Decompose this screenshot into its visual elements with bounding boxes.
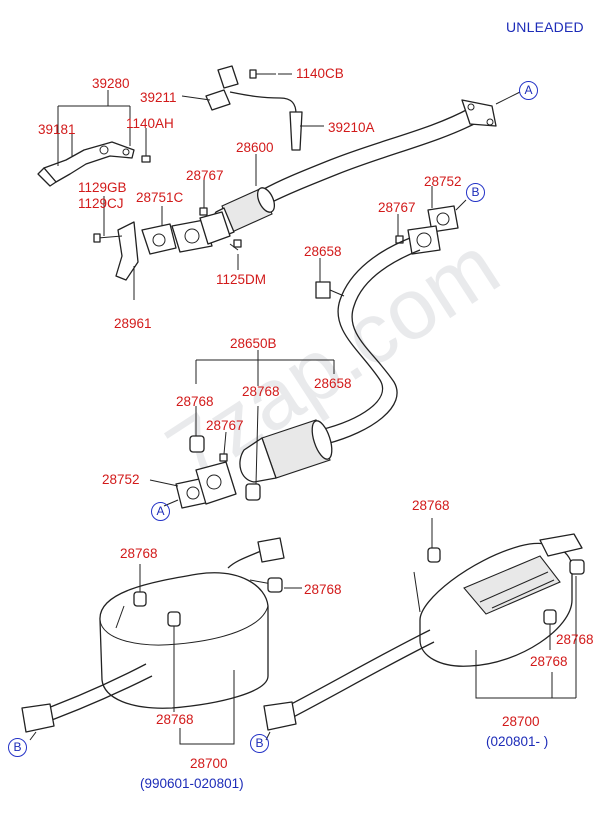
left-muffler — [21, 537, 285, 733]
connection-marker-b-left: B — [8, 738, 27, 757]
connection-marker-b-right: B — [250, 734, 269, 753]
part-label-28961[interactable]: 28961 — [114, 316, 152, 331]
part-label-1125DM[interactable]: 1125DM — [216, 272, 267, 287]
part-label-28752-top[interactable]: 28752 — [424, 174, 462, 189]
connection-marker-a-mid: A — [151, 502, 170, 521]
part-label-39211[interactable]: 39211 — [140, 90, 177, 105]
center-pipe — [315, 237, 421, 445]
part-label-28700-right[interactable]: 28700 — [502, 714, 540, 729]
part-label-28751C[interactable]: 28751C — [136, 190, 184, 205]
front-pipe — [261, 99, 497, 205]
part-label-39210A[interactable]: 39210A — [328, 120, 375, 135]
part-label-28768-left-right[interactable]: 28768 — [304, 582, 342, 597]
part-label-28768-left-top[interactable]: 28768 — [120, 546, 158, 561]
bracket-28961 — [115, 221, 139, 281]
part-label-1140CB[interactable]: 1140CB — [296, 66, 344, 81]
connection-marker-b-top: B — [466, 183, 485, 202]
part-label-1140AH[interactable]: 1140AH — [126, 116, 174, 131]
bracket-39280 — [37, 141, 135, 187]
part-label-28768-right-lower[interactable]: 28768 — [530, 654, 568, 669]
manifold-gaskets — [141, 211, 231, 255]
right-muffler — [263, 533, 585, 731]
part-label-28600[interactable]: 28600 — [236, 140, 274, 155]
part-label-28700-left[interactable]: 28700 — [190, 756, 228, 771]
gasket-top-right — [407, 205, 459, 255]
part-label-28768-a[interactable]: 28768 — [176, 394, 214, 409]
leader-lines — [29, 73, 577, 745]
connection-marker-a-top: A — [519, 81, 538, 100]
part-label-28768-right-top[interactable]: 28768 — [412, 498, 450, 513]
center-hangers — [175, 435, 261, 509]
part-label-28752-mid[interactable]: 28752 — [102, 472, 140, 487]
part-label-39181[interactable]: 39181 — [38, 122, 76, 137]
part-label-28768-right-side[interactable]: 28768 — [556, 632, 594, 647]
part-label-28658-mid[interactable]: 28658 — [314, 376, 352, 391]
part-label-28767-mid[interactable]: 28767 — [206, 418, 244, 433]
part-label-39280[interactable]: 39280 — [92, 76, 130, 91]
oxygen-sensor — [205, 65, 303, 151]
part-label-1129CJ[interactable]: 1129CJ — [78, 196, 124, 211]
part-label-28658-top[interactable]: 28658 — [304, 244, 342, 259]
part-label-28650B[interactable]: 28650B — [230, 336, 277, 351]
part-label-28768-b[interactable]: 28768 — [242, 384, 280, 399]
date-range-left-muffler: (990601-020801) — [140, 776, 244, 791]
part-label-28768-left-bottom[interactable]: 28768 — [156, 712, 194, 727]
part-label-28767-top[interactable]: 28767 — [186, 168, 224, 183]
part-label-1129GB[interactable]: 1129GB — [78, 180, 127, 195]
part-label-28767-right[interactable]: 28767 — [378, 200, 416, 215]
fuel-type-heading: UNLEADED — [506, 19, 584, 35]
date-range-right-muffler: (020801- ) — [486, 734, 549, 749]
center-converter — [239, 419, 333, 483]
